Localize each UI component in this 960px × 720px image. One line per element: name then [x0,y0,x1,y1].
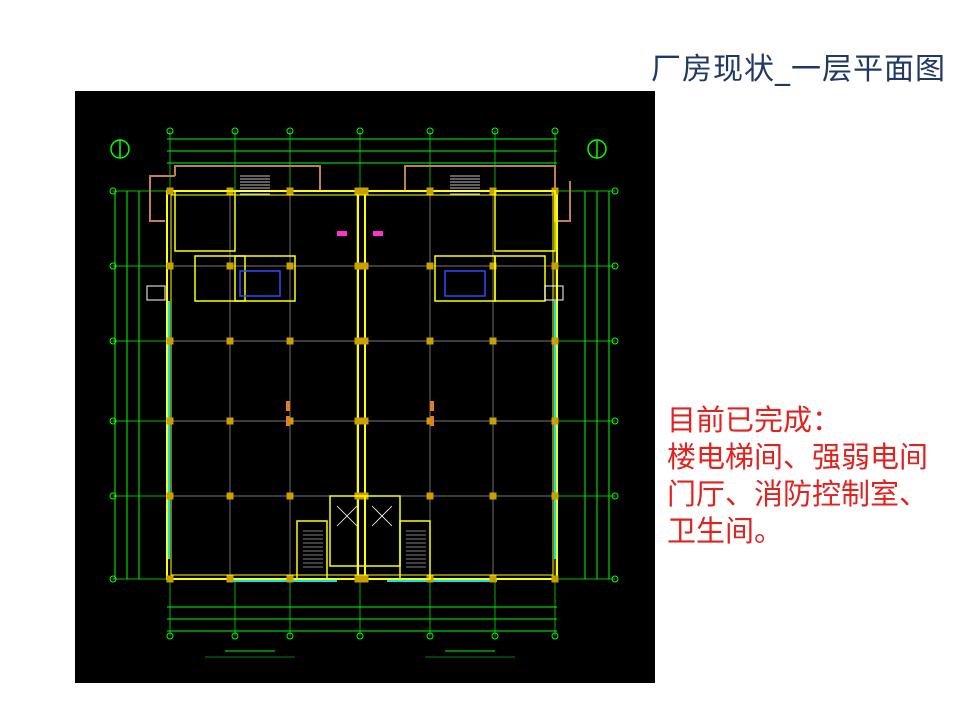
axis-bubble [109,187,117,195]
structural-column [426,492,434,500]
axis-bubble [551,632,559,640]
exterior-wall-inner [170,194,554,576]
structural-column [226,417,234,425]
axis-bubble [426,632,434,640]
elevator-shaft [364,495,401,567]
axis-bubble [286,632,294,640]
core-room [434,255,496,302]
structural-column [426,337,434,345]
structural-column [286,575,294,583]
core-room [494,190,556,252]
slide-title: 厂房现状_一层平面图 [651,52,946,87]
core-room [194,255,246,302]
structural-column [286,337,294,345]
structural-column [489,337,497,345]
structural-column [489,492,497,500]
structural-column [361,262,369,270]
structural-column [226,575,234,583]
notes-line-3: 门厅、消防控制室、 [667,477,929,511]
equipment-block [444,270,486,297]
structural-column [286,492,294,500]
structural-column [361,337,369,345]
axis-bubble [166,127,174,135]
axis-bubble [491,632,499,640]
axis-bubble [109,492,117,500]
notes-line-1: 目前已完成： [667,403,842,437]
axis-bubble [286,127,294,135]
progress-notes: 目前已完成： 楼电梯间、强弱电间 门厅、消防控制室、 卫生间。 [667,402,957,550]
axis-bubble [231,127,239,135]
elevator-shaft [329,495,366,567]
structural-column [551,262,559,270]
axis-bubble [611,417,619,425]
structural-column [286,262,294,270]
stair-core [399,520,431,580]
door-mark [286,416,290,426]
structural-column [354,417,362,425]
axis-bubble [166,632,174,640]
structural-column [489,417,497,425]
exterior-wall [166,190,558,580]
core-room [174,190,236,252]
door-mark [430,401,434,411]
side-stair [146,285,166,301]
structural-column [489,262,497,270]
door-mark [286,401,290,411]
fire-control-mark [373,231,383,236]
axis-bubble [611,262,619,270]
stair-core [296,520,328,580]
axis-bubble [491,127,499,135]
equipment-block [239,270,281,297]
structural-column [166,187,174,195]
structural-column [361,187,369,195]
core-room [494,255,546,302]
structural-column [166,492,174,500]
structural-column [354,575,362,583]
axis-bubble [611,575,619,583]
axis-bubble [551,127,559,135]
structural-column [361,417,369,425]
axis-bubble [611,187,619,195]
structural-column [166,262,174,270]
structural-column [226,262,234,270]
structural-column [354,337,362,345]
structural-column [226,492,234,500]
structural-column [551,417,559,425]
structural-column [166,417,174,425]
core-room [234,255,296,302]
structural-column [354,262,362,270]
axis-bubble [611,337,619,345]
structural-column [426,262,434,270]
structural-column [286,187,294,195]
structural-column [361,575,369,583]
structural-column [551,575,559,583]
axis-bubble [426,127,434,135]
axis-bubble [109,262,117,270]
structural-column [551,337,559,345]
axis-bubble [356,632,364,640]
door-mark [430,416,434,426]
structural-column [426,187,434,195]
notes-line-2: 楼电梯间、强弱电间 [667,440,929,474]
structural-column [354,187,362,195]
structural-column [489,575,497,583]
notes-line-4: 卫生间。 [667,514,784,548]
fire-control-mark [337,231,347,236]
structural-column [166,337,174,345]
axis-bubble [109,575,117,583]
structural-column [226,337,234,345]
axis-bubble [109,337,117,345]
axis-bubble [356,127,364,135]
elevator-cross [371,505,393,527]
axis-bubble [231,632,239,640]
structural-column [166,575,174,583]
axis-bubble [109,417,117,425]
elevator-cross [336,505,358,527]
structural-column [551,492,559,500]
side-stair [544,285,564,301]
axis-bubble [611,492,619,500]
cad-floor-plan [109,127,619,658]
floor-plan-drawing [75,91,655,683]
